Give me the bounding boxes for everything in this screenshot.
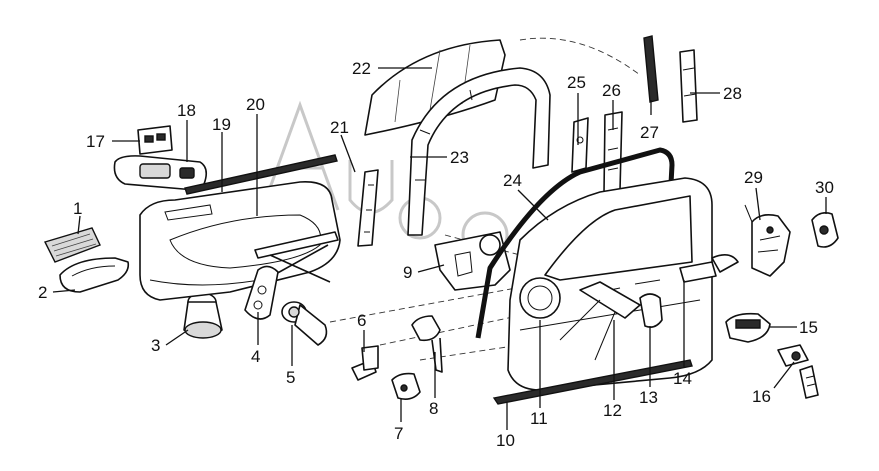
callout-22: 22 [352,59,371,78]
part-18-armrest-switch-panel [113,155,208,191]
part-27-belt-moulding [643,35,659,103]
part-1-vent-grille [44,227,101,263]
callout-26: 26 [602,81,621,100]
callout-30: 30 [815,178,834,197]
part-17-switch [137,125,173,155]
callout-5: 5 [286,368,295,387]
callout-17: 17 [86,132,105,151]
callout-labels: 1 2 3 4 5 6 7 8 9 10 11 12 13 14 15 16 1… [38,59,834,450]
callout-7: 7 [394,424,403,443]
callout-10: 10 [496,431,515,450]
callout-23: 23 [450,148,469,167]
callout-11: 11 [530,409,548,428]
callout-9: 9 [403,263,412,282]
door-shell [507,177,713,391]
part-6-hinge [351,345,379,381]
callout-15: 15 [799,318,818,337]
callout-13: 13 [639,388,658,407]
callout-21: 21 [330,118,349,137]
callout-20: 20 [246,95,265,114]
part-16-lock-cylinder [777,344,819,399]
callout-24: 24 [503,171,522,190]
part-29-door-lock-actuator [744,204,791,277]
part-9-mirror-bracket [434,231,511,291]
callout-27: 27 [640,123,659,142]
part-21-run-channel [357,169,379,247]
part-22-door-glass [364,39,506,136]
callout-3: 3 [151,336,160,355]
part-4-window-regulator [244,231,339,320]
part-8-door-check [411,315,443,373]
part-14-outer-handle [679,254,739,283]
part-24-door-weatherstrip [475,147,675,339]
callout-2: 2 [38,283,47,302]
callout-12: 12 [603,401,622,420]
part-20-door-trim-panel [139,181,341,301]
part-3-speaker [183,292,223,339]
part-23-glass-run-frame [407,67,551,236]
callout-28: 28 [723,84,742,103]
callout-1: 1 [73,199,82,218]
leader-lines [52,67,827,430]
part-13-lock-cable [639,293,663,328]
callout-29: 29 [744,168,763,187]
part-25-guide-channel [571,117,589,173]
part-19-trim-strip [184,154,338,195]
callout-8: 8 [429,399,438,418]
part-2-handle-cup [59,257,130,293]
part-7-lower-hinge [391,372,421,400]
part-5-regulator-motor [281,301,328,346]
callout-18: 18 [177,101,196,120]
callout-6: 6 [357,311,366,330]
part-15-handle-escutcheon [725,312,771,343]
part-12-inner-handle-rod [559,281,641,361]
part-28-sash-trim [679,49,698,123]
part-30-striker [811,212,839,248]
callout-14: 14 [673,369,692,388]
callout-19: 19 [212,115,231,134]
part-10-lower-seal [492,359,693,405]
callout-16: 16 [752,387,771,406]
callout-25: 25 [567,73,586,92]
callout-4: 4 [251,347,260,366]
part-11-access-cover [519,277,561,319]
